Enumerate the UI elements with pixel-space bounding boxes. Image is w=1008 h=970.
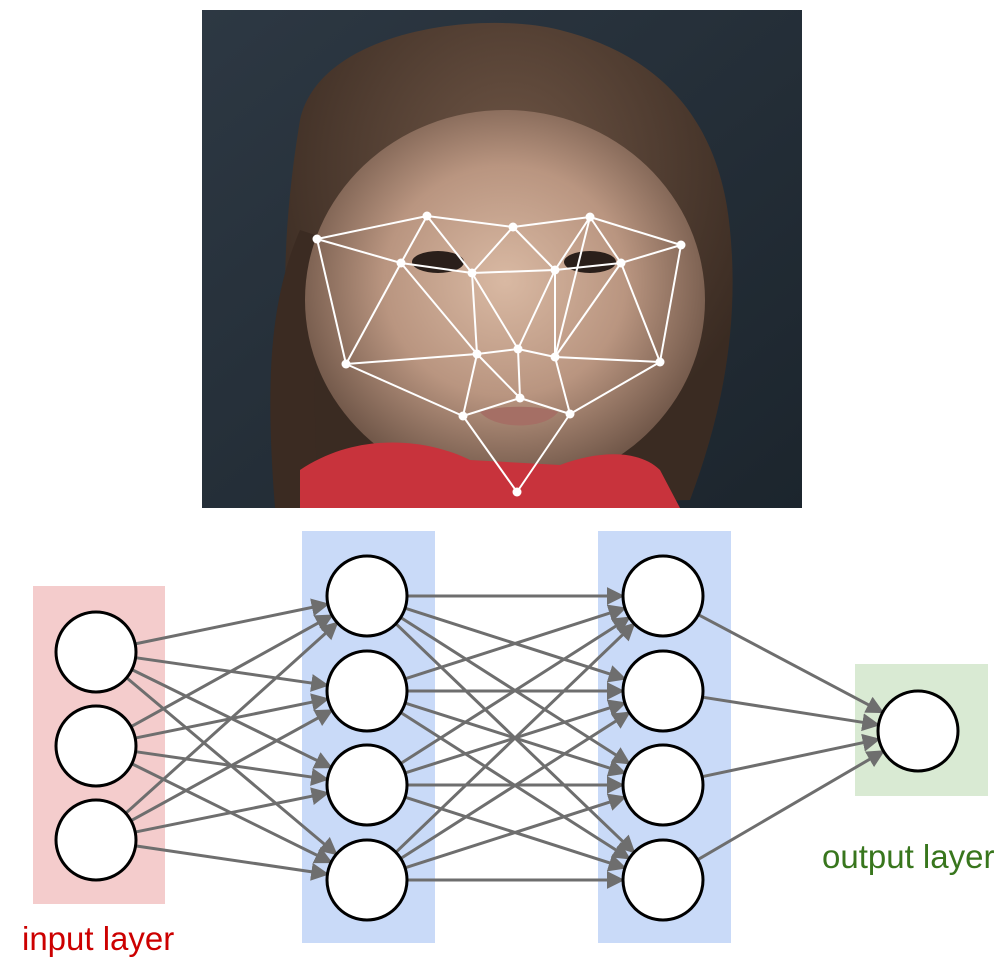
landmark-point	[676, 240, 686, 250]
landmark-point	[422, 211, 432, 221]
landmark-edge	[345, 363, 464, 417]
input-layer-label: input layer	[22, 920, 174, 957]
landmark-edge	[471, 226, 514, 274]
hidden2-node-1	[621, 554, 705, 638]
landmark-edge	[426, 215, 473, 274]
landmark-point	[458, 411, 468, 421]
landmark-point	[655, 357, 665, 367]
hidden1-node-3	[325, 743, 409, 827]
landmark-edge	[517, 269, 556, 350]
landmark-edge	[659, 244, 682, 363]
landmark-edge	[519, 397, 571, 415]
connection-arrow	[399, 711, 631, 860]
connection-arrow	[130, 708, 334, 823]
landmark-edge	[516, 413, 571, 493]
landmark-edge	[554, 216, 591, 271]
network-nodes	[54, 554, 960, 922]
landmark-point	[550, 265, 560, 275]
landmark-edge	[512, 226, 556, 271]
landmark-point	[616, 258, 626, 268]
hidden1-node-1	[325, 554, 409, 638]
landmark-edge	[462, 397, 521, 417]
output-node-1	[876, 689, 960, 773]
landmark-point	[472, 349, 482, 359]
landmark-edge	[554, 356, 661, 363]
input-node-2	[54, 704, 138, 788]
landmark-edge	[400, 262, 478, 355]
landmark-point	[513, 344, 523, 354]
landmark-point	[585, 212, 595, 222]
output-layer-label: output layer	[822, 838, 994, 875]
landmark-edge	[554, 262, 622, 358]
connection-arrow	[394, 622, 636, 854]
input-node-3	[54, 798, 138, 882]
network-edges	[124, 587, 886, 889]
landmark-edge	[316, 238, 347, 365]
landmark-point	[396, 258, 406, 268]
connection-arrow	[701, 733, 881, 779]
landmark-edge	[512, 216, 591, 228]
landmark-point	[312, 234, 322, 244]
connection-arrow	[134, 598, 330, 646]
connection-arrow	[696, 749, 886, 862]
landmark-edge	[589, 216, 622, 264]
landmark-point	[565, 409, 575, 419]
connection-arrow	[399, 616, 631, 765]
hidden1-node-2	[325, 649, 409, 733]
connection-arrow	[135, 844, 330, 881]
landmark-edge	[345, 353, 478, 365]
landmark-edge	[476, 348, 519, 355]
hidden1-node-4	[325, 838, 409, 922]
hidden2-node-4	[621, 838, 705, 922]
input-node-1	[54, 610, 138, 694]
landmark-edge	[400, 262, 473, 274]
landmark-point	[467, 268, 477, 278]
face-landmark-mesh	[316, 215, 682, 493]
landmark-edge	[316, 238, 402, 264]
landmark-edge	[471, 272, 478, 355]
hidden2-node-3	[621, 743, 705, 827]
face-photo	[202, 10, 802, 508]
landmark-edge	[471, 269, 556, 274]
landmark-edge	[554, 262, 622, 271]
landmark-point	[550, 352, 560, 362]
landmark-edge	[426, 215, 514, 228]
landmark-edge	[345, 262, 402, 365]
connection-arrow	[404, 604, 627, 681]
landmark-edge	[400, 215, 428, 264]
connection-arrow	[404, 793, 627, 870]
landmark-edge	[569, 361, 661, 415]
landmark-edge	[471, 272, 519, 350]
landmark-edge	[517, 348, 521, 399]
hidden2-node-2	[621, 649, 705, 733]
connection-arrow	[702, 695, 881, 732]
connection-arrow	[134, 787, 330, 834]
landmark-point	[341, 359, 351, 369]
landmark-edge	[620, 244, 682, 264]
landmark-edge	[462, 353, 478, 417]
landmark-edge	[316, 215, 428, 240]
landmark-edge	[589, 216, 682, 246]
landmark-edge	[554, 216, 591, 358]
landmark-point	[515, 393, 525, 403]
landmark-edge	[517, 348, 556, 358]
connection-arrow	[130, 614, 334, 728]
landmark-edge	[476, 353, 521, 399]
landmark-edge	[620, 262, 661, 363]
connection-arrow	[697, 613, 885, 714]
face-landmark-points	[312, 211, 686, 497]
landmark-point	[508, 222, 518, 232]
connection-arrow	[124, 621, 339, 815]
landmark-edge	[554, 356, 571, 415]
landmark-point	[512, 487, 522, 497]
landmark-edge	[462, 415, 518, 493]
